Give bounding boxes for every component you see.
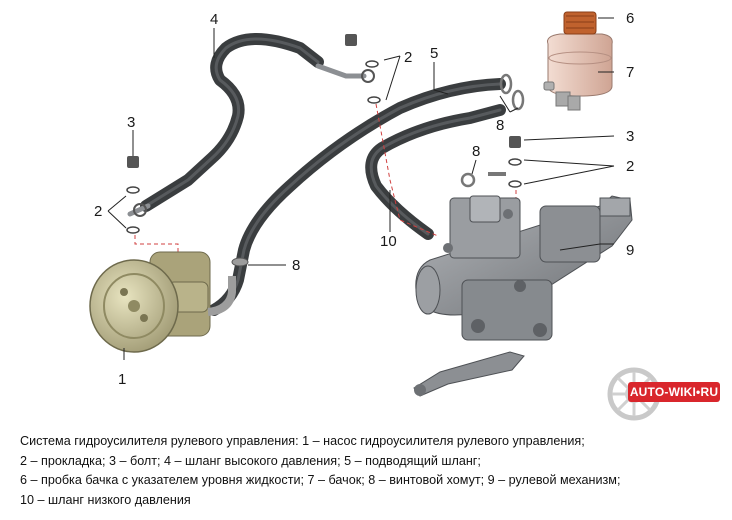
caption-line-2: 2 – прокладка; 3 – болт; 4 – шланг высок… — [20, 453, 481, 468]
caption-line-1: Система гидроусилителя рулевого управлен… — [20, 434, 585, 448]
callout-5: 5 — [430, 45, 438, 62]
hose-clamps — [460, 73, 525, 188]
callout-9: 9 — [626, 242, 634, 259]
figure-caption: Система гидроусилителя рулевого управлен… — [20, 432, 720, 510]
callout-1: 1 — [118, 371, 126, 388]
reservoir — [543, 33, 613, 111]
supply-hose — [208, 78, 506, 316]
caption-line-3: 6 – пробка бачка с указателем уровня жид… — [20, 473, 621, 487]
high-pressure-hose — [127, 33, 375, 217]
callout-8-mid: 8 — [472, 143, 480, 160]
callout-2-right: 2 — [626, 158, 634, 175]
reservoir-cap — [563, 11, 597, 35]
callout-8-top: 8 — [496, 117, 504, 134]
callout-3-left: 3 — [127, 114, 135, 131]
bolts-and-washers — [126, 34, 522, 234]
callout-8-left: 8 — [292, 257, 300, 274]
watermark-logo: AUTO-WIKI•RU — [606, 366, 726, 422]
watermark-text: AUTO-WIKI•RU — [628, 382, 720, 402]
callout-6: 6 — [626, 10, 634, 27]
leader-lines — [107, 17, 615, 360]
caption-line-4: 10 – шланг низкого давления — [20, 492, 191, 507]
steering-gear — [413, 195, 633, 397]
callout-3-right: 3 — [626, 128, 634, 145]
callout-2-left: 2 — [94, 203, 102, 220]
callout-2-top: 2 — [404, 49, 412, 66]
callout-4: 4 — [210, 11, 218, 28]
callout-10: 10 — [380, 233, 397, 250]
power-steering-pump — [89, 251, 236, 353]
callout-7: 7 — [626, 64, 634, 81]
